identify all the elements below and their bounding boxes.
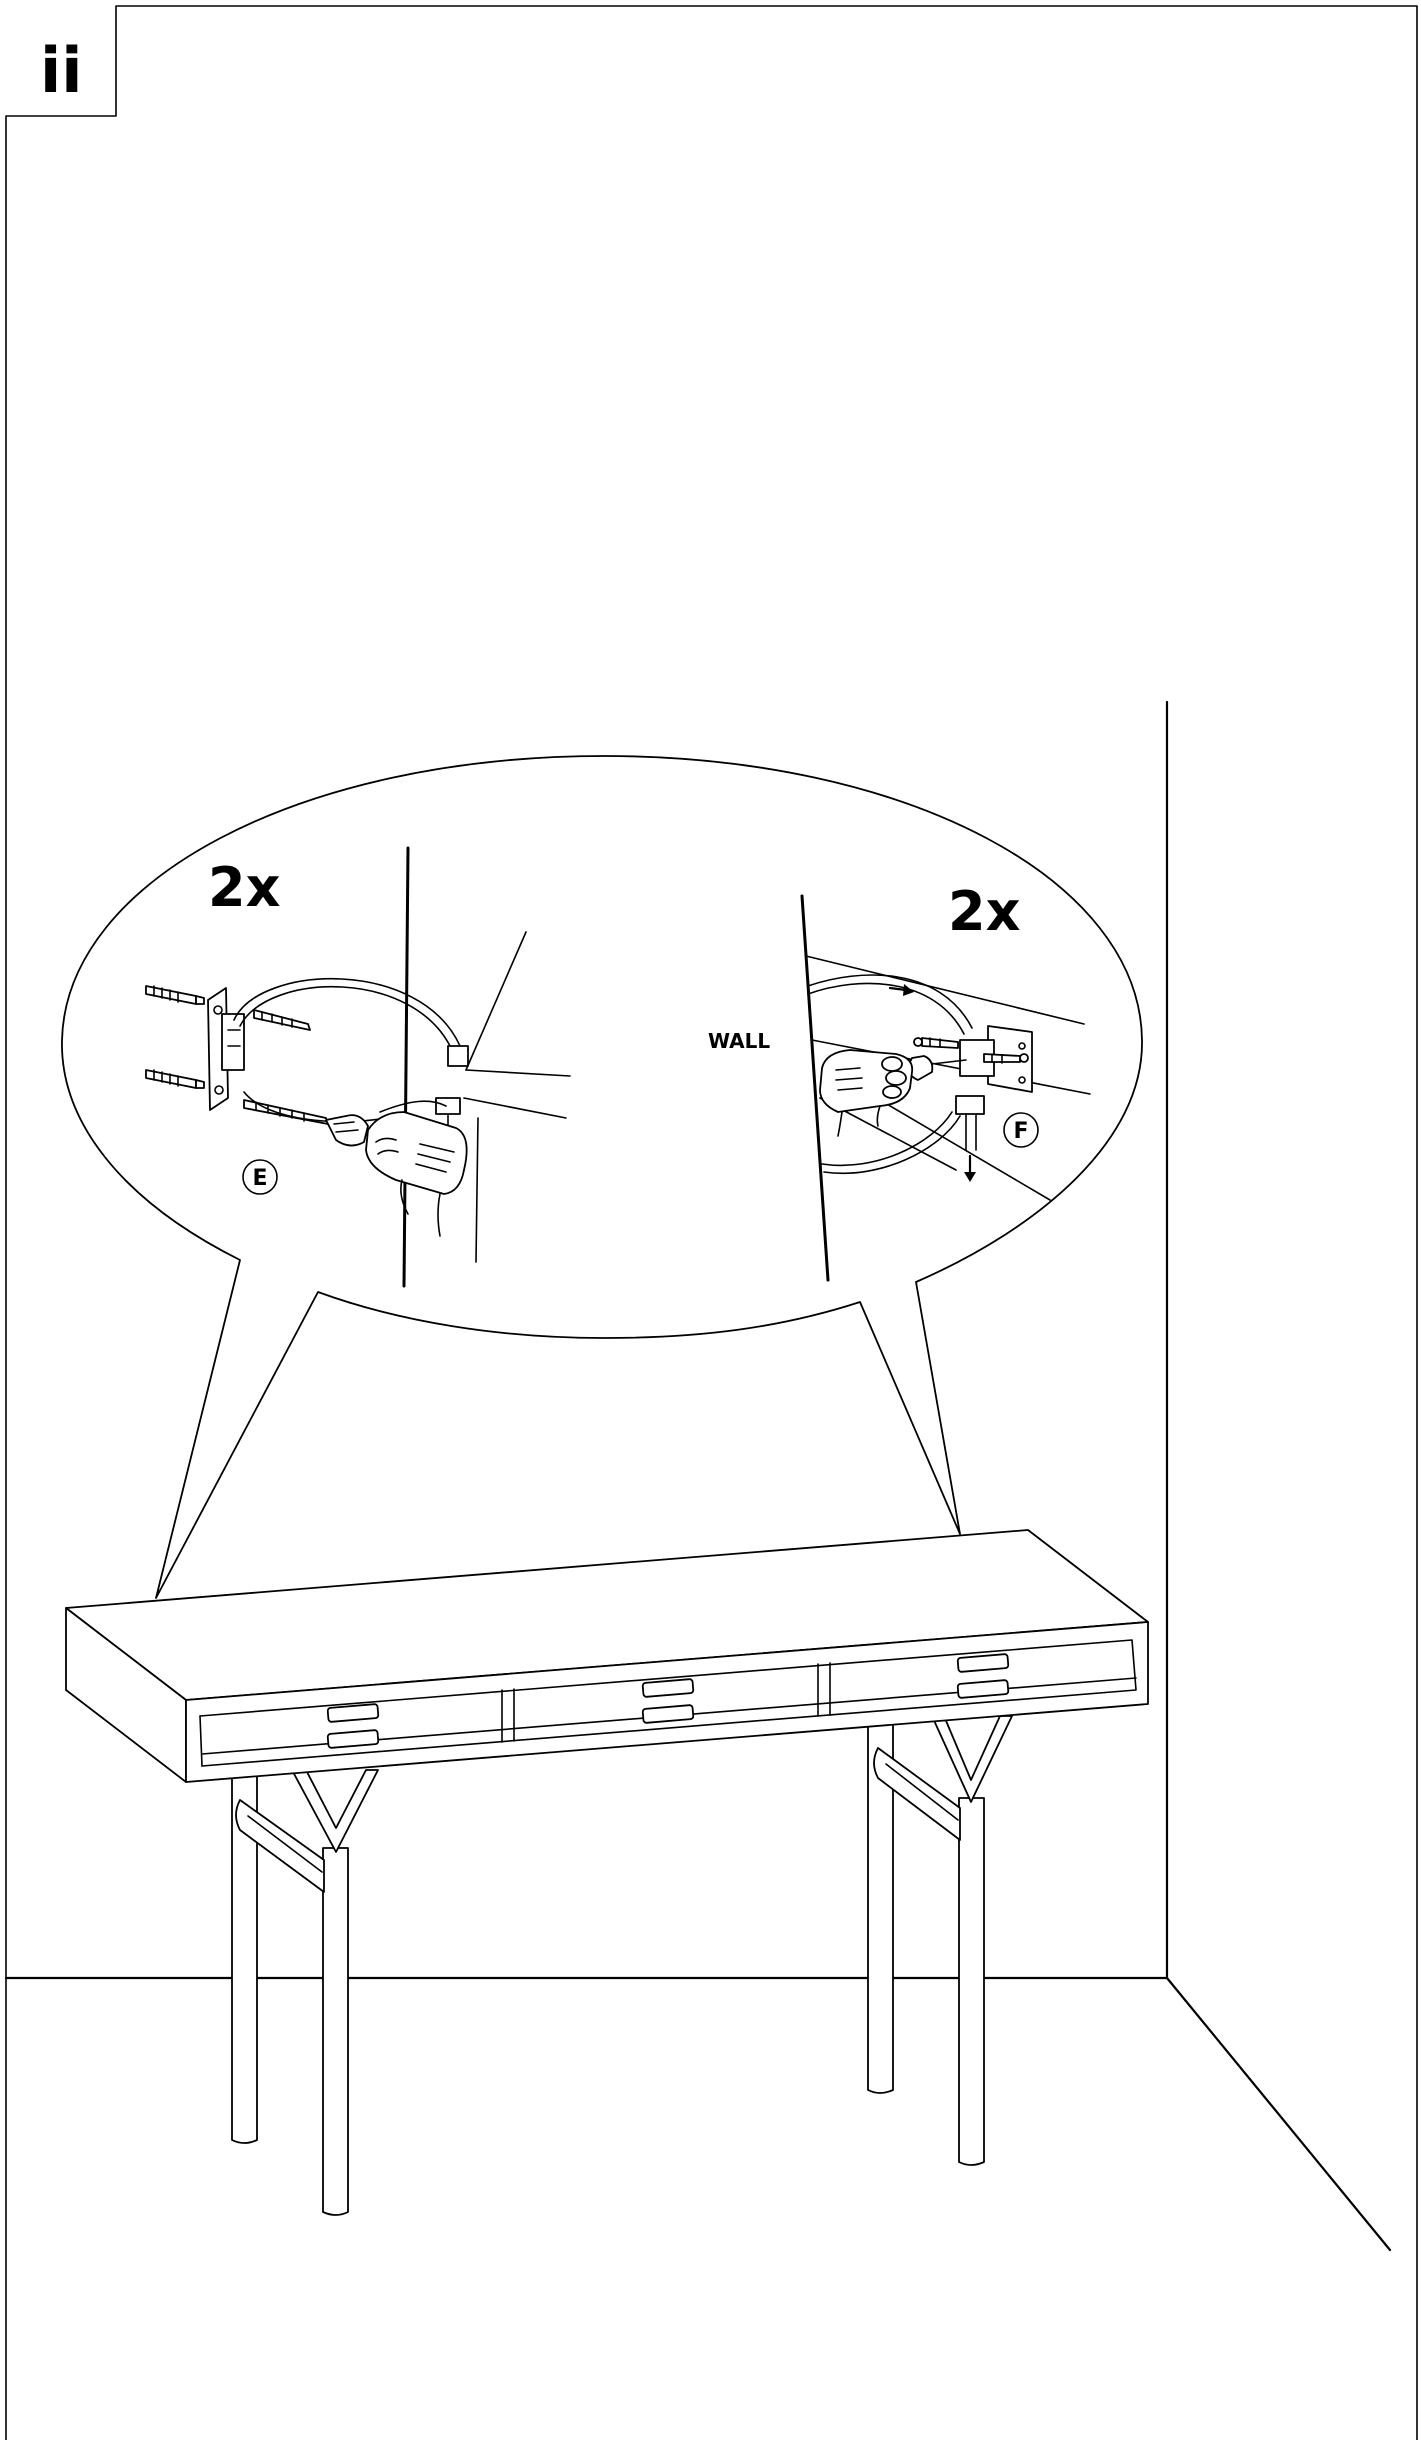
detail-left: 2x (145, 846, 571, 1288)
wall-plug-icon (145, 1069, 205, 1089)
arrow-right-icon (888, 984, 914, 996)
wall-plug-icon (145, 985, 205, 1005)
screw-icon (253, 1009, 311, 1031)
arrow-down-icon (964, 1154, 976, 1182)
screwdriver-icon (325, 1114, 369, 1147)
screwdriver-icon (907, 1055, 967, 1081)
step-badge-f: F (1003, 1112, 1039, 1148)
page-frame (5, 5, 1418, 2440)
screw-icon (983, 1053, 1029, 1064)
wall-bracket-icon (207, 987, 245, 1111)
desk (65, 1529, 1149, 2216)
quantity-label-left: 2x (208, 856, 281, 919)
callout-bubble (61, 755, 1143, 1599)
page-label: ii (40, 34, 83, 107)
screw-icon (913, 1037, 959, 1049)
step-letter-e: E (252, 1166, 267, 1191)
desk-leg-left (231, 1769, 379, 2216)
step-letter-f: F (1013, 1119, 1028, 1144)
step-badge-e: E (242, 1159, 278, 1195)
hand-icon (365, 1111, 468, 1237)
hand-icon (819, 1049, 914, 1137)
desk-leg-right (867, 1715, 1013, 2166)
quantity-label-right: 2x (948, 880, 1021, 943)
drawer-handles (326, 1653, 1010, 1749)
wall-label: WALL (708, 1029, 770, 1053)
detail-right: 2x WALL (708, 880, 1091, 1282)
